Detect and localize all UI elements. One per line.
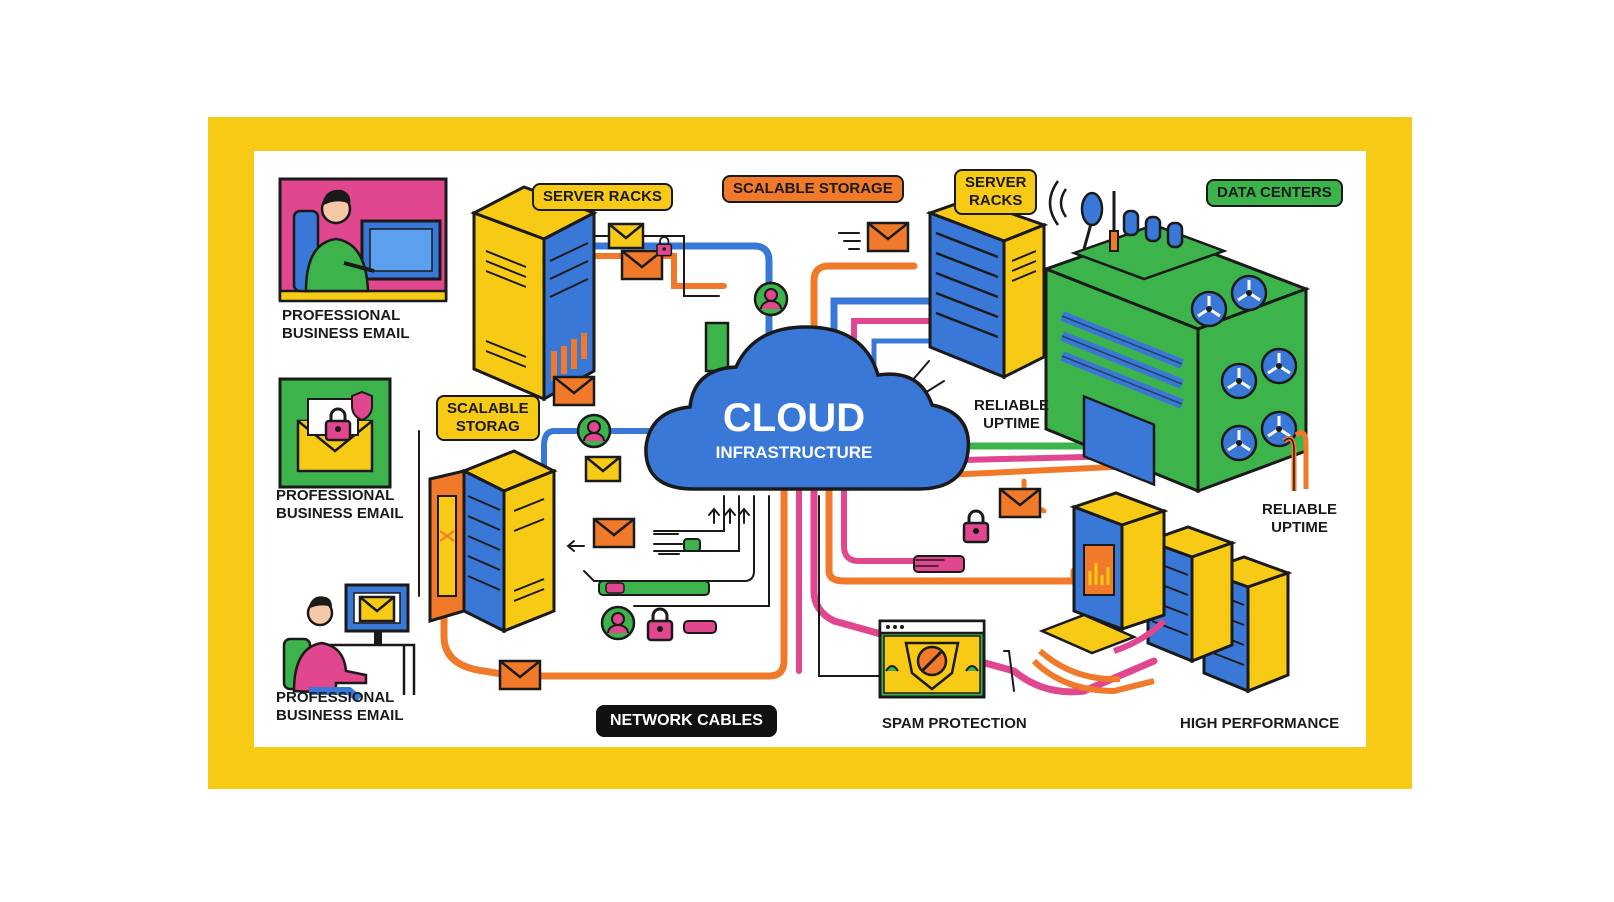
diagram-canvas: CLOUD INFRASTRUCTURE PROFESSIONAL BUSINE… [254, 151, 1366, 747]
callout-data-centers: DATA CENTERS [1206, 179, 1343, 207]
label-line: STORAG [455, 418, 520, 435]
label-line: PROFESSIONAL [282, 307, 401, 324]
label-line: BUSINESS EMAIL [276, 707, 404, 724]
user-icon [753, 281, 789, 317]
server-rack-icon [470, 185, 598, 402]
person-at-computer-icon [278, 177, 448, 303]
envelope-icon [592, 517, 636, 549]
envelope-icon [998, 487, 1042, 519]
network-cables [418, 232, 1158, 696]
user-icon [576, 413, 612, 449]
label-high-performance: HIGH PERFORMANCE [1180, 715, 1340, 732]
label-line: RACKS [969, 192, 1023, 209]
locked-envelope-icon [278, 377, 392, 489]
server-rack-icon [1031, 491, 1293, 695]
callout-scalable-storage: SCALABLE STORAGE [722, 175, 904, 203]
label-line: RELIABLE [1262, 501, 1337, 518]
label-professional-business-email: PROFESSIONAL BUSINESS EMAIL [276, 487, 404, 523]
envelope-icon [498, 659, 542, 691]
envelope-icon [620, 249, 664, 281]
user-icon [600, 605, 636, 641]
label-spam-protection: SPAM PROTECTION [882, 715, 1027, 732]
padlock-icon [656, 236, 673, 257]
server-rack-icon [925, 197, 1049, 380]
label-reliable-uptime: RELIABLE UPTIME [1262, 501, 1337, 537]
envelope-icon [552, 375, 596, 407]
person-at-desk-icon [282, 583, 416, 703]
server-rack-icon [428, 449, 558, 634]
envelope-icon [607, 222, 645, 250]
label-line: PROFESSIONAL [276, 487, 395, 504]
cloud-icon [644, 325, 971, 491]
shield-icon [878, 619, 986, 699]
label-line: RELIABLE [974, 397, 1049, 414]
callout-server-racks: SERVER RACKS [532, 183, 673, 211]
label-professional-business-email: PROFESSIONAL BUSINESS EMAIL [282, 307, 410, 343]
padlock-icon [962, 509, 990, 544]
envelope-icon [866, 221, 910, 253]
padlock-icon [646, 607, 674, 642]
data-center-icon [1041, 180, 1311, 494]
diagram-art [278, 177, 1311, 703]
label-line: UPTIME [983, 415, 1040, 432]
yellow-frame: CLOUD INFRASTRUCTURE PROFESSIONAL BUSINE… [208, 117, 1412, 789]
envelope-icon [584, 455, 622, 483]
cable-connector [704, 321, 730, 373]
callout-scalable-storage: SCALABLE STORAG [436, 395, 540, 441]
cloud-title: CLOUD [722, 396, 866, 440]
label-line: BUSINESS EMAIL [282, 325, 410, 342]
callout-server-racks: SERVER RACKS [954, 169, 1038, 215]
label-reliable-uptime: RELIABLE UPTIME [974, 397, 1049, 433]
callout-network-cables: NETWORK CABLES [596, 705, 777, 737]
label-line: PROFESSIONAL [276, 689, 395, 706]
cloud-subtitle: INFRASTRUCTURE [715, 443, 873, 462]
label-line: SCALABLE [447, 400, 529, 417]
label-line: BUSINESS EMAIL [276, 505, 404, 522]
label-line: UPTIME [1271, 519, 1328, 536]
label-professional-business-email: PROFESSIONAL BUSINESS EMAIL [276, 689, 404, 725]
label-line: SERVER [965, 174, 1027, 191]
